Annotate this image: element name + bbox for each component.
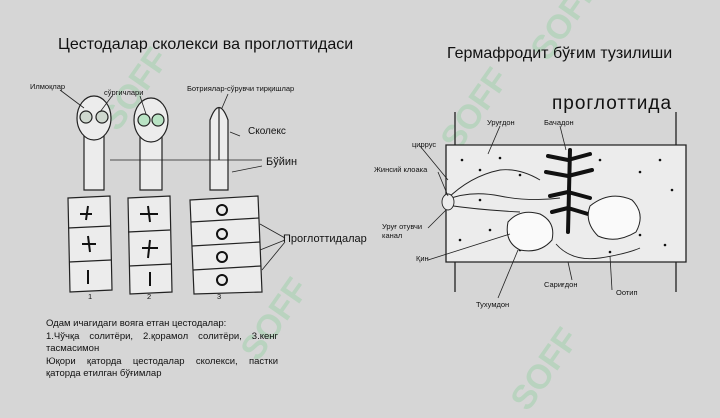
proglottid-body xyxy=(445,144,687,263)
slide: SOFF SOFF SOFF SOFF SOFF Цестодалар скол… xyxy=(30,0,687,417)
label-neck: Бўйин xyxy=(266,156,298,168)
caption-line-1: Одам ичагидаги вояга етган цестодалар: xyxy=(46,318,227,329)
caption-line-3: Юқори қаторда цестодалар сколекси, пастк… xyxy=(46,355,278,380)
label-num-2: 2 xyxy=(147,292,152,301)
label-num-3: 3 xyxy=(217,292,222,301)
label-hooks: Илмоқлар xyxy=(30,82,66,91)
proglottid-illustration xyxy=(419,112,687,299)
label-bothria: Ботриялар-сўрувчи тирқишлар xyxy=(187,84,295,93)
label-uterus: Бачадон xyxy=(544,118,574,127)
left-title: Цестодалар сколекси ва проглоттидаси xyxy=(58,36,354,53)
scolex-illustration xyxy=(59,89,286,295)
label-sperm-duct: Уруғ отувчи канал xyxy=(382,222,423,240)
label-vagina: Қин xyxy=(416,254,429,263)
label-scolex: Сколекс xyxy=(248,126,286,137)
label-suckers: сўргичлари xyxy=(104,88,144,97)
label-vitelline: Сариғдон xyxy=(544,280,578,289)
label-ootype: Оотип xyxy=(616,288,638,297)
scolex-1-head xyxy=(76,95,112,141)
label-vas-deferens: Уруғдон xyxy=(487,118,515,127)
label-ovary: Тухумдон xyxy=(476,300,510,309)
scolex-2-head xyxy=(133,97,169,143)
label-proglottid: проглоттида xyxy=(552,93,673,114)
label-cirrus: циррус xyxy=(412,140,437,149)
ovary-lobe-left xyxy=(506,211,554,252)
genital-cloaca xyxy=(441,193,455,211)
caption-line-2: 1.Чўчқа солитёри, 2.қорамол солитёри, 3.… xyxy=(46,330,278,355)
label-genital-cloaca: Жинсий клоака xyxy=(374,165,428,174)
label-proglottids: Проглоттидалар xyxy=(283,233,367,245)
caption: Одам ичагидаги вояга етган цестодалар: 1… xyxy=(46,318,278,381)
ovary-lobe-right xyxy=(587,195,641,240)
right-title: Гермафродит бўғим тузилиши xyxy=(447,45,673,62)
label-num-1: 1 xyxy=(88,292,93,301)
